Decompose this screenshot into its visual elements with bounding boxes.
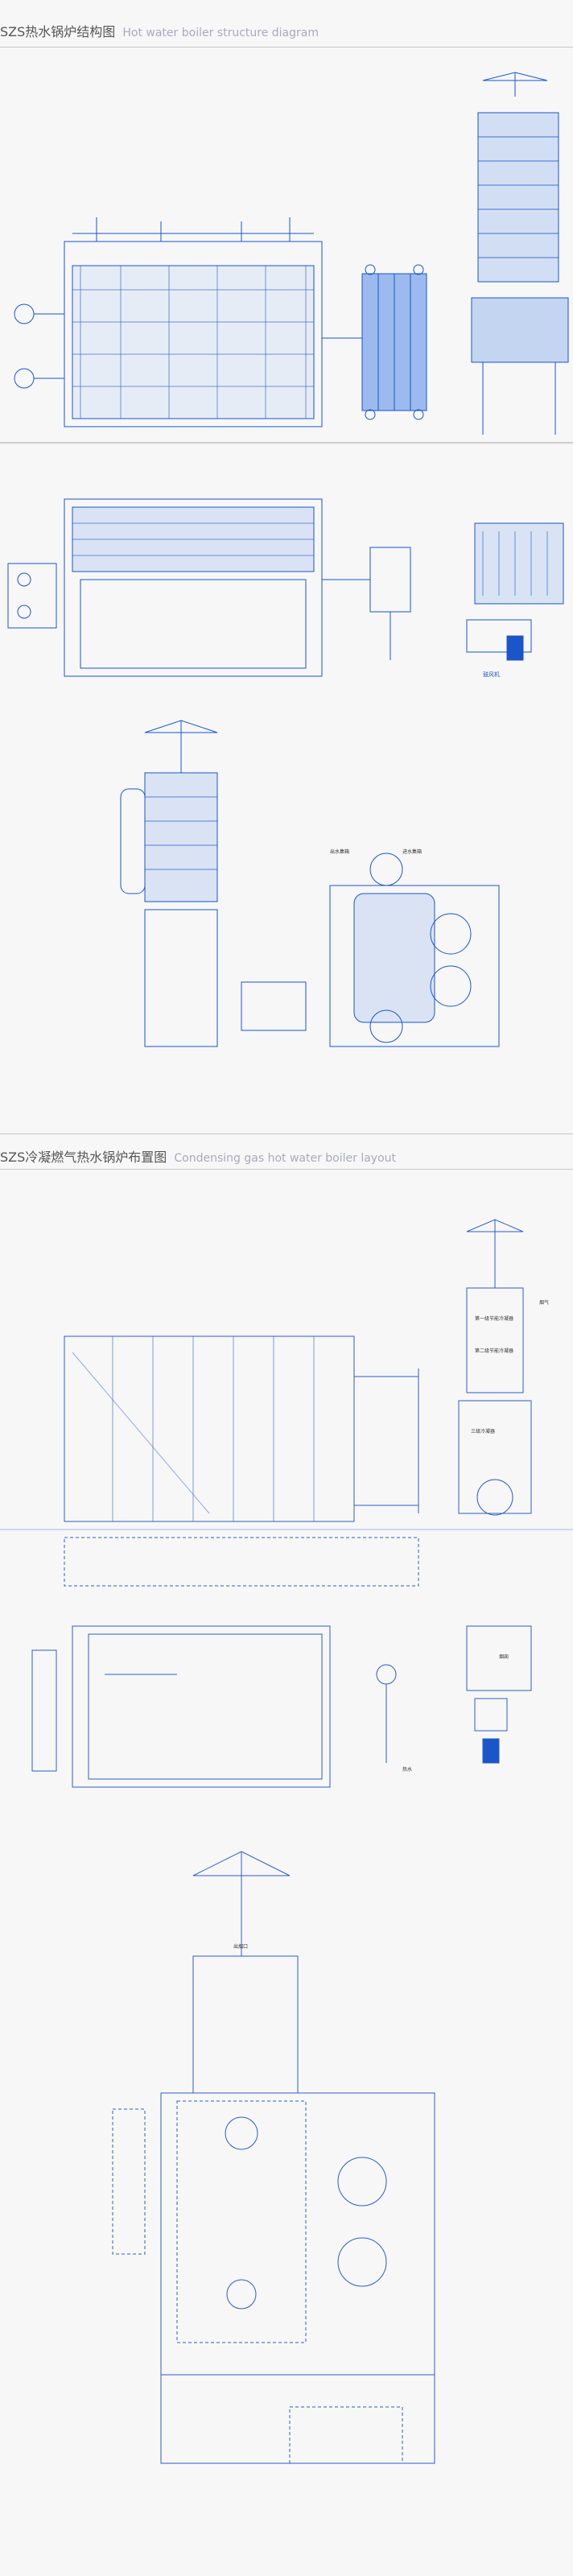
boiler-plan-diagram: 鼓风机 (7, 498, 564, 678)
section-title-structure: SZS热水锅炉结构图 Hot water boiler structure di… (0, 21, 319, 40)
inlet-water-label: 进水集箱 (402, 848, 422, 855)
section-title-layout: SZS冷凝燃气热水锅炉布置图 Condensing gas hot water … (0, 1146, 396, 1166)
title-cn: SZS冷凝燃气热水锅炉布置图 (0, 1150, 167, 1165)
chimney-label: 烟囱 (499, 1653, 509, 1660)
title-en: Condensing gas hot water boiler layout (174, 1152, 397, 1165)
stage3-label: 三级冷凝器 (471, 1428, 495, 1435)
title-en: Hot water boiler structure diagram (122, 27, 319, 39)
manhole-label: 出烟口 (233, 1943, 248, 1950)
divider (0, 1133, 573, 1134)
boiler-section-diagram: 出水集箱 进水集箱 (120, 720, 500, 1047)
layout-plan-diagram: 烟囱 热水 (31, 1625, 532, 1788)
hot-in-label: 热水 (402, 1766, 412, 1773)
layout-section-diagram: 出烟口 (112, 1851, 435, 2464)
boiler-elevation-diagram (0, 72, 573, 444)
divider (0, 1169, 573, 1170)
flue-label: 烟气 (539, 1299, 549, 1306)
layout-elevation-diagram: 第一级节能冷凝器 第二级节能冷凝器 三级冷凝器 烟气 (0, 1219, 573, 1587)
stage2-label: 第二级节能冷凝器 (475, 1348, 513, 1354)
fan-label: 鼓风机 (483, 671, 500, 678)
stage1-label: 第一级节能冷凝器 (475, 1315, 513, 1322)
outlet-water-label: 出水集箱 (330, 848, 349, 855)
title-cn: SZS热水锅炉结构图 (0, 24, 116, 39)
